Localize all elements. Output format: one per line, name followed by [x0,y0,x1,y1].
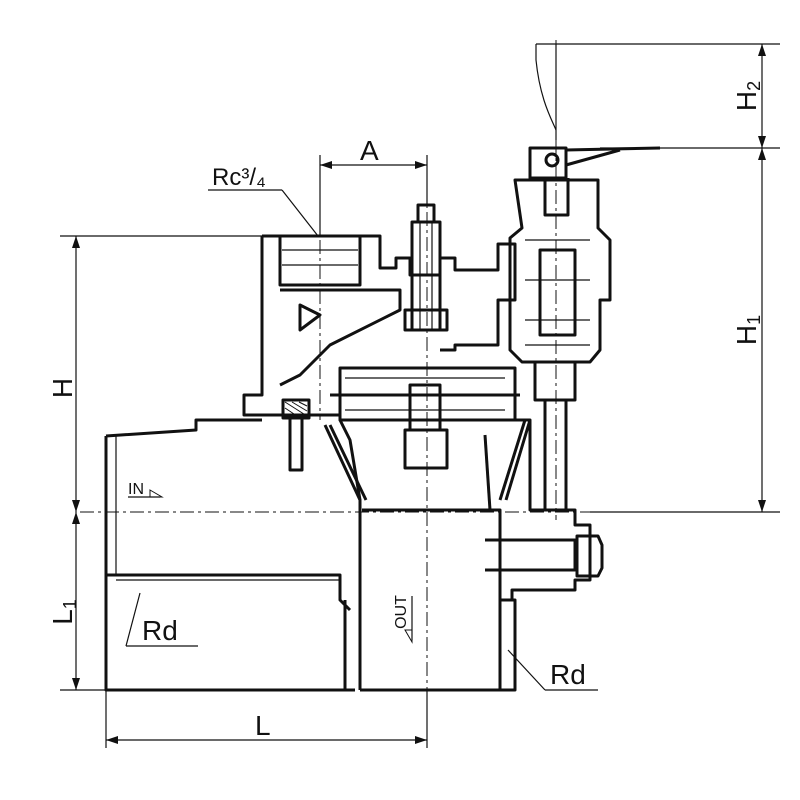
dimension-l1-label: L1 [47,599,80,625]
valve-body [104,44,661,692]
thread-left-label: Rd [142,615,178,646]
svg-text:L1: L1 [47,599,80,625]
svg-text:H1: H1 [731,315,764,345]
svg-text:H2: H2 [731,81,764,111]
port-thread-label: Rc³/₄ [212,164,266,191]
svg-text:OUT: OUT [393,595,410,629]
dimension-lines [60,43,780,748]
centerlines [80,40,770,740]
dimension-a-label: A [360,135,379,166]
dimension-h1-label: H1 [731,315,764,345]
dimension-l-label: L [255,710,271,741]
svg-text:H: H [47,378,78,398]
dimension-h2-label: H2 [731,81,764,111]
dimension-h-label: H [47,378,78,398]
thread-right-label: Rd [550,659,586,690]
outlet-label: OUT [393,595,410,629]
inlet-label: IN [128,481,144,498]
